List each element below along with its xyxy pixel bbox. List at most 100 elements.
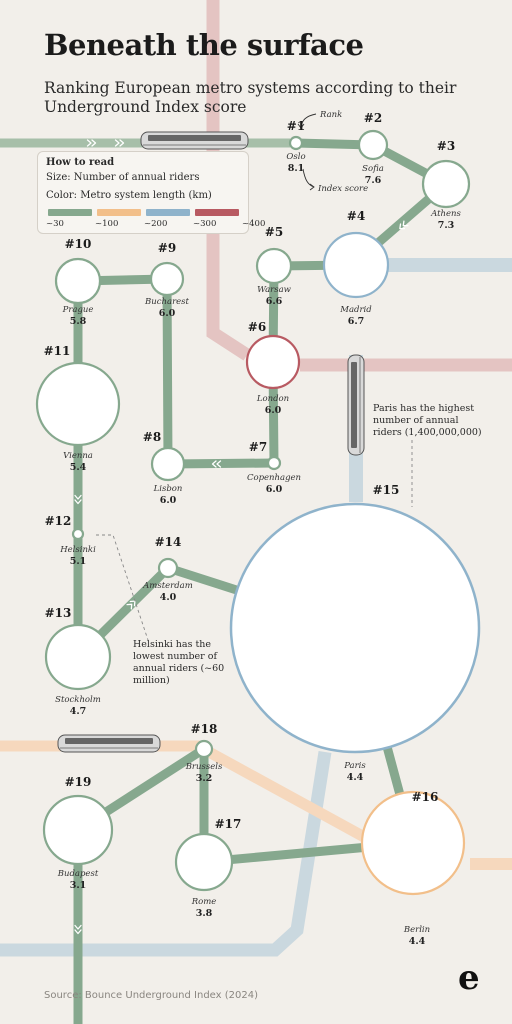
train-vertical [347, 354, 365, 456]
legend-swatch-3 [146, 209, 190, 216]
rank-vienna: #11 [44, 344, 71, 358]
city-name-helsinki: Helsinki [59, 545, 96, 555]
rank-berlin: #16 [412, 790, 439, 804]
score-bucharest: 6.0 [159, 308, 176, 319]
station-helsinki [71, 527, 85, 541]
city-name-paris: Paris [343, 761, 366, 771]
city-name-madrid: Madrid [339, 305, 372, 315]
rank-amsterdam: #14 [155, 535, 182, 549]
city-name-stockholm: Stockholm [55, 695, 101, 705]
score-brussels: 3.2 [196, 773, 213, 784]
legend-swatch-1 [48, 209, 92, 216]
city-name-brussels: Brussels [185, 762, 223, 772]
legend-tick-2: ~100 [95, 219, 119, 229]
rank-helsinki: #12 [45, 514, 72, 528]
station-warsaw [255, 247, 293, 285]
rank-athens: #3 [437, 139, 455, 153]
score-helsinki: 5.1 [70, 556, 87, 567]
legend-swatch-2 [97, 209, 141, 216]
city-name-bucharest: Bucharest [144, 297, 189, 307]
score-lisbon: 6.0 [160, 495, 177, 506]
rank-brussels: #18 [191, 722, 218, 736]
publisher-logo: e [458, 958, 480, 998]
rank-rome: #17 [215, 817, 242, 831]
city-name-budapest: Budapest [57, 869, 99, 879]
guide-score-note: Index score [317, 184, 368, 194]
station-berlin [360, 790, 466, 896]
station-amsterdam [157, 557, 179, 579]
station-rome [174, 832, 234, 892]
city-name-london: London [256, 394, 289, 404]
page-title: Beneath the surface [44, 28, 364, 62]
station-london [245, 334, 301, 390]
rank-warsaw: #5 [265, 225, 283, 239]
guide-arrows [297, 113, 317, 191]
annotation-leaders [96, 440, 413, 641]
city-name-lisbon: Lisbon [153, 484, 183, 494]
city-name-berlin: Berlin [403, 925, 430, 935]
score-warsaw: 6.6 [266, 296, 283, 307]
legend: How to read Size: Number of annual rider… [37, 151, 265, 234]
legend-size-text: Size: Number of annual riders [46, 172, 200, 183]
score-rome: 3.8 [196, 908, 213, 919]
score-paris: 4.4 [347, 772, 364, 783]
train-bottom [57, 734, 161, 753]
rank-copenhagen: #7 [249, 440, 267, 454]
score-amsterdam: 4.0 [160, 592, 177, 603]
rank-london: #6 [248, 320, 266, 334]
city-name-sofia: Sofia [362, 164, 384, 174]
source-note: Source: Bounce Underground Index (2024) [44, 990, 258, 1001]
page-subtitle: Ranking European metro systems according… [44, 79, 457, 116]
score-sofia: 7.6 [365, 175, 382, 186]
annotation-helsinki-line: Helsinki has the [133, 639, 211, 650]
score-vienna: 5.4 [70, 462, 87, 473]
annotation-helsinki-line: annual riders (~60 [133, 663, 224, 674]
score-oslo: 8.1 [288, 163, 305, 174]
station-budapest [42, 794, 114, 866]
station-bucharest [149, 261, 185, 297]
city-name-oslo: Oslo [286, 152, 305, 162]
annotation-paris-line: Paris has the highest [373, 403, 474, 414]
rank-oslo: #1 [287, 119, 305, 133]
legend-color-text: Color: Metro system length (km) [46, 190, 212, 201]
annotation-paris-line: riders (1,400,000,000) [373, 427, 482, 438]
station-sofia [357, 129, 389, 161]
score-london: 6.0 [265, 405, 282, 416]
legend-tick-4: ~300 [193, 219, 217, 229]
station-brussels [194, 739, 214, 759]
rank-stockholm: #13 [45, 606, 72, 620]
score-prague: 5.8 [70, 316, 87, 327]
rank-madrid: #4 [347, 209, 365, 223]
station-vienna [35, 361, 121, 447]
legend-swatch-4 [195, 209, 239, 216]
score-athens: 7.3 [438, 220, 455, 231]
rank-paris: #15 [373, 483, 400, 497]
score-berlin: 4.4 [409, 936, 426, 947]
city-name-vienna: Vienna [63, 451, 93, 461]
station-copenhagen [266, 455, 282, 471]
score-madrid: 6.7 [348, 316, 365, 327]
rank-lisbon: #8 [143, 430, 161, 444]
station-lisbon [150, 446, 186, 482]
city-name-rome: Rome [191, 897, 217, 907]
legend-tick-5: ~400 [242, 219, 266, 229]
city-name-warsaw: Warsaw [257, 285, 292, 295]
legend-heading: How to read [46, 157, 115, 168]
guide-rank-note: Rank [319, 110, 342, 120]
station-prague [54, 257, 102, 305]
score-copenhagen: 6.0 [266, 484, 283, 495]
station-athens [421, 159, 471, 209]
station-paris [229, 502, 481, 754]
rank-bucharest: #9 [158, 241, 176, 255]
score-budapest: 3.1 [70, 880, 87, 891]
score-stockholm: 4.7 [70, 706, 87, 717]
city-name-copenhagen: Copenhagen [247, 473, 301, 483]
annotation-helsinki-line: million) [133, 675, 170, 686]
rank-budapest: #19 [65, 775, 92, 789]
legend-tick-3: ~200 [144, 219, 168, 229]
city-name-athens: Athens [430, 209, 461, 219]
legend-tick-1: ~30 [46, 219, 64, 229]
